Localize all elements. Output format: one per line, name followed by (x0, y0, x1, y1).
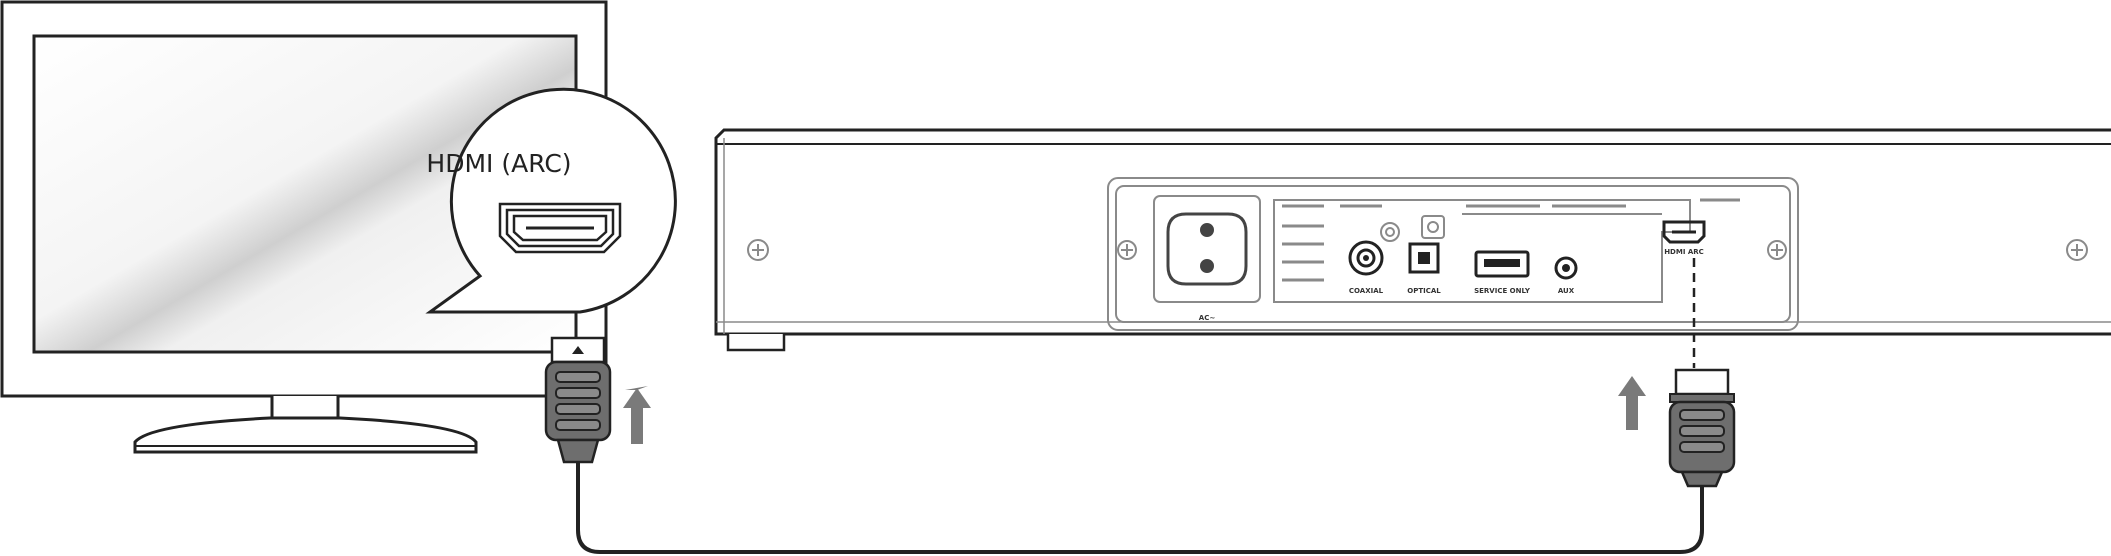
aux-jack: AUX (1554, 256, 1578, 295)
connector-panel (1107, 177, 1799, 331)
hdmi-arc-port: HDMI ARC (1662, 220, 1706, 256)
optical-label: OPTICAL (1407, 287, 1441, 295)
screw-icon (1767, 240, 1787, 260)
coaxial-label: COAXIAL (1349, 287, 1384, 295)
screw-icon (2066, 239, 2088, 261)
vent-slots (1282, 198, 1740, 282)
ac-power-socket (1153, 195, 1261, 303)
arrow-up-icon (1618, 376, 1646, 430)
aux-label: AUX (1558, 287, 1575, 295)
usb-port: SERVICE ONLY (1474, 250, 1531, 295)
hdmi-arc-label: HDMI ARC (1664, 248, 1704, 256)
optical-jack: OPTICAL (1407, 242, 1441, 295)
callout-label: HDMI (ARC) (426, 149, 571, 178)
screw-icon (1117, 240, 1137, 260)
ac-input-label: AC~ (1199, 314, 1216, 322)
hdmi-plug-icon (1668, 368, 1736, 488)
screw-icon (747, 239, 769, 261)
coaxial-jack: COAXIAL (1348, 240, 1384, 295)
hdmi-cable (576, 462, 1704, 554)
arrow-up-icon (623, 386, 651, 444)
hdmi-plug-icon (544, 336, 612, 464)
hdmi-arc-callout: HDMI (ARC) (425, 87, 677, 314)
usb-label: SERVICE ONLY (1474, 287, 1531, 295)
soundbar-icon: COAXIAL OPTICAL SERVICE ONLY AUX HDMI AR… (714, 128, 2111, 352)
hdmi-port-icon (498, 202, 622, 254)
